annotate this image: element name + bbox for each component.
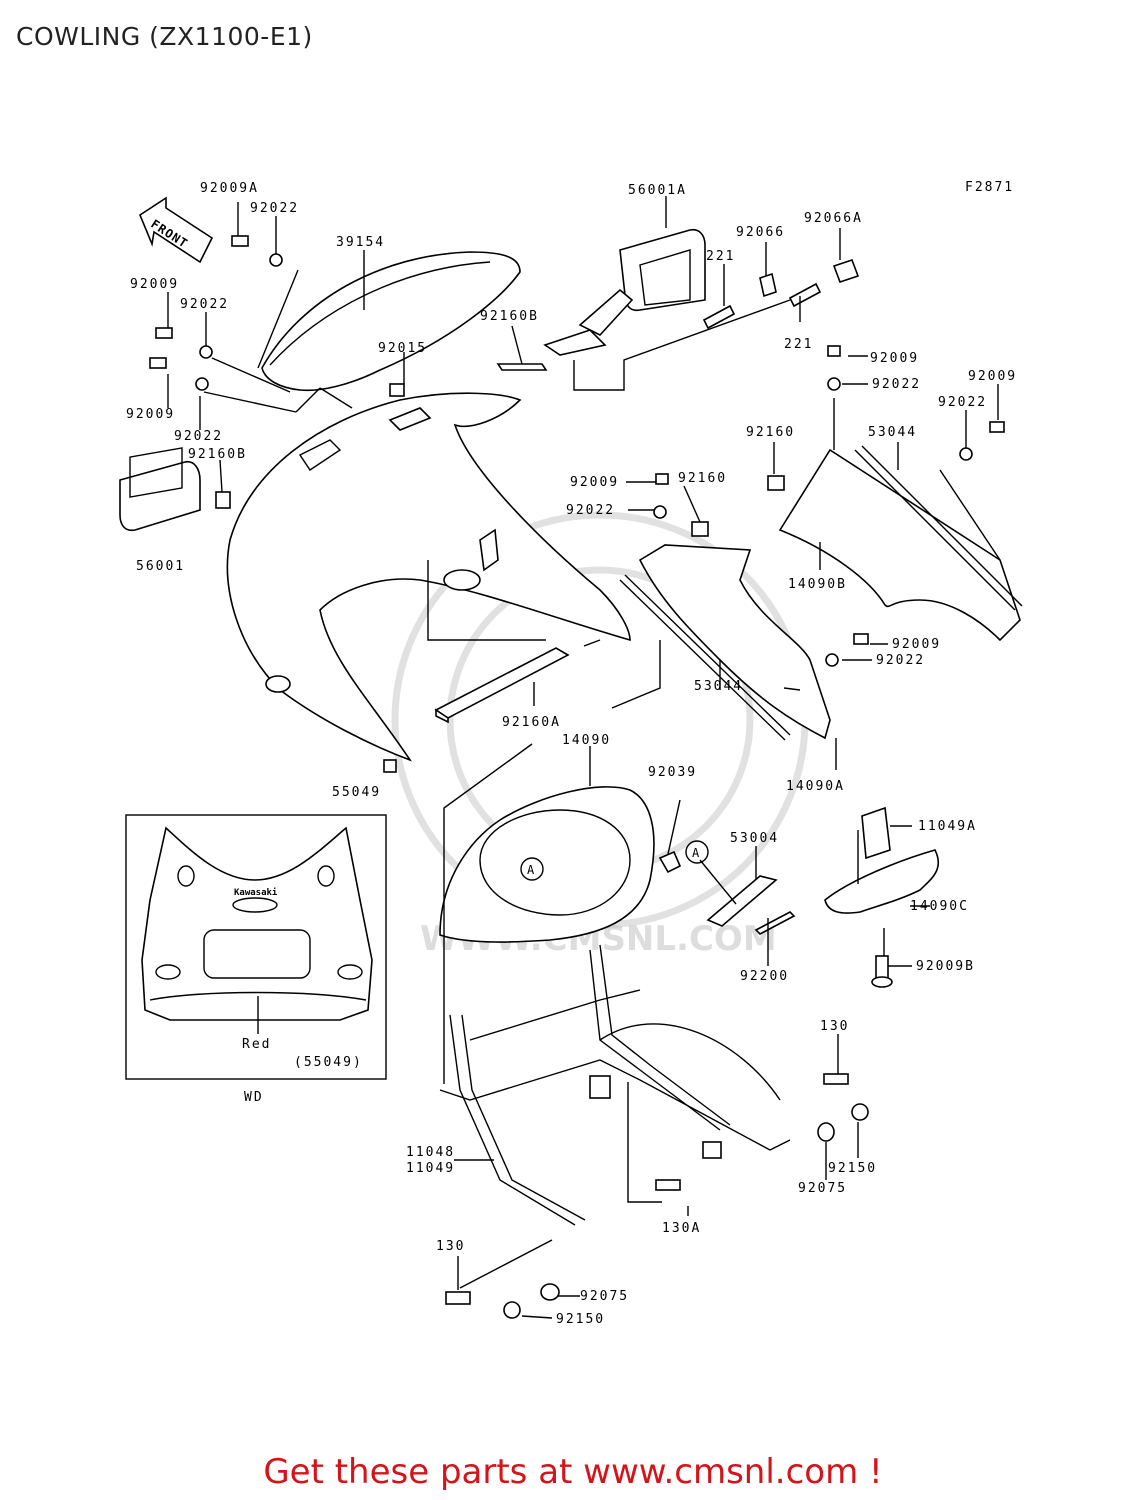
part-labels: 92009A 92022 39154 92009 92022 92015 920… — [126, 181, 1017, 1327]
label-92022-d: 92022 — [872, 377, 921, 392]
fasteners — [149, 235, 1005, 1319]
label-92022-e: 92022 — [938, 395, 987, 410]
rivet-92039: A — [658, 840, 709, 874]
label-92009-f: 92009 — [892, 637, 941, 652]
front-arrow-icon: FRONT — [139, 196, 214, 264]
label-92160A: 92160A — [502, 715, 561, 730]
label-56001: 56001 — [136, 559, 185, 574]
seal-53004 — [706, 875, 796, 935]
inset-front-view: Kawasaki Red (55049) WD — [125, 814, 387, 1105]
label-55049: 55049 — [332, 785, 381, 800]
figure-code: F2871 — [965, 180, 1014, 195]
label-130-b: 130 — [436, 1239, 465, 1254]
side-panel-left-part — [619, 544, 831, 741]
inset-part-ref: (55049) — [294, 1055, 363, 1070]
side-panel-right-part — [778, 445, 1023, 642]
label-11048: 11048 — [406, 1145, 455, 1160]
label-92160-b: 92160 — [678, 471, 727, 486]
label-92009-a: 92009 — [130, 277, 179, 292]
callout-a-1: A — [527, 863, 535, 877]
label-92200: 92200 — [740, 969, 789, 984]
label-92009-d: 92009 — [968, 369, 1017, 384]
label-11049: 11049 — [406, 1161, 455, 1176]
label-221-a: 221 — [706, 249, 735, 264]
label-92066A: 92066A — [804, 211, 863, 226]
label-92009A: 92009A — [200, 181, 259, 196]
inset-caption: WD — [244, 1090, 264, 1105]
label-14090C: 14090C — [910, 899, 969, 914]
label-92009-c: 92009 — [870, 351, 919, 366]
label-92039: 92039 — [648, 765, 697, 780]
label-221-b: 221 — [784, 337, 813, 352]
label-130-a: 130 — [820, 1019, 849, 1034]
inset-logo: Kawasaki — [234, 887, 278, 898]
upper-fairing-part — [226, 392, 631, 762]
footer-promo-link[interactable]: Get these parts at www.cmsnl.com ! — [263, 1452, 883, 1492]
mirror-left-part — [119, 447, 231, 532]
label-53004: 53004 — [730, 831, 779, 846]
label-92009B: 92009B — [916, 959, 975, 974]
label-92022-b: 92022 — [180, 297, 229, 312]
label-92160-a: 92160 — [746, 425, 795, 440]
label-92022-g: 92022 — [876, 653, 925, 668]
label-92160B-a: 92160B — [188, 447, 247, 462]
mirror-right-part — [543, 228, 706, 356]
label-92150-b: 92150 — [556, 1312, 605, 1327]
label-11049A: 11049A — [918, 819, 977, 834]
label-53044-a: 53044 — [868, 425, 917, 440]
label-92160B-b: 92160B — [480, 309, 539, 324]
label-92066: 92066 — [736, 225, 785, 240]
label-92015: 92015 — [378, 341, 427, 356]
callout-a-2: A — [692, 846, 700, 860]
label-14090A: 14090A — [786, 779, 845, 794]
label-92022-f: 92022 — [566, 503, 615, 518]
label-92150-a: 92150 — [828, 1161, 877, 1176]
fairing-stay-part — [439, 944, 791, 1226]
label-14090: 14090 — [562, 733, 611, 748]
cowling-parts-diagram: WWW.CMSNL.COM F2871 FRONT — [119, 180, 1023, 1327]
inset-color-label: Red — [242, 1037, 271, 1052]
label-39154: 39154 — [336, 235, 385, 250]
label-92009-e: 92009 — [570, 475, 619, 490]
label-53044-b: 53044 — [694, 679, 743, 694]
leader-lines — [167, 196, 1001, 1319]
label-14090B: 14090B — [788, 577, 847, 592]
label-92022-c: 92022 — [174, 429, 223, 444]
windshield-part — [261, 251, 521, 392]
foam-strip-part — [434, 647, 570, 724]
label-92075-b: 92075 — [580, 1289, 629, 1304]
label-92022-a: 92022 — [250, 201, 299, 216]
page-title: COWLING (ZX1100-E1) — [16, 22, 313, 51]
inner-cover-part: A — [439, 786, 655, 943]
label-56001A: 56001A — [628, 183, 687, 198]
label-92075-a: 92075 — [798, 1181, 847, 1196]
label-130A: 130A — [662, 1221, 701, 1236]
bracket-right-part — [824, 806, 940, 914]
label-92009-b: 92009 — [126, 407, 175, 422]
